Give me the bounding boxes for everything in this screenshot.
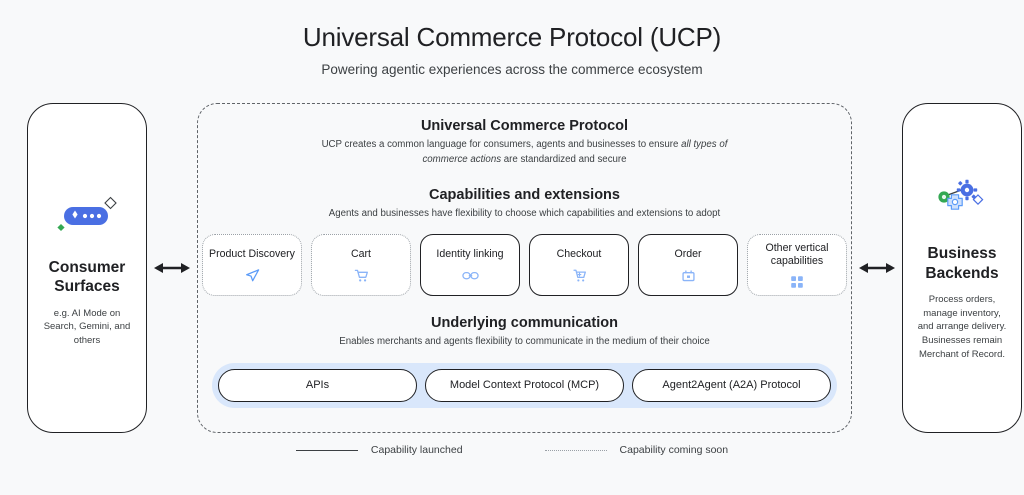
- legend-label: Capability coming soon: [619, 444, 729, 456]
- legend-solid-line-icon: [295, 449, 358, 451]
- consumer-surfaces-title: Consumer Surfaces: [48, 258, 126, 296]
- underlying-subtitle: Enables merchants and agents flexibility…: [339, 336, 710, 348]
- capability-card-label: Cart: [350, 248, 371, 261]
- capability-card-product-discovery[interactable]: Product Discovery: [202, 233, 302, 297]
- ucp-subtitle-post: are standardized and secure: [501, 153, 627, 165]
- underlying-title: Underlying communication: [431, 315, 618, 332]
- protocol-strip: APIs Model Context Protocol (MCP) Agent2…: [212, 362, 837, 408]
- gears-backend-icon: [929, 174, 995, 230]
- protocol-pill-apis[interactable]: APIs: [218, 368, 417, 402]
- diagram-stage: Consumer Surfaces e.g. AI Mode on Search…: [0, 103, 1024, 443]
- legend: Capability launched Capability coming so…: [0, 444, 1024, 456]
- shopping-cart-icon: [354, 268, 369, 282]
- ucp-subtitle-pre: UCP creates a common language for consum…: [321, 139, 682, 150]
- capability-card-label: Product Discovery: [209, 248, 295, 261]
- ucp-subtitle: UCP creates a common language for consum…: [305, 138, 745, 167]
- business-backends-description: Process orders, manage inventory, and ar…: [917, 293, 1007, 361]
- capabilities-subtitle: Agents and businesses have flexibility t…: [328, 208, 721, 220]
- consumer-surfaces-description: e.g. AI Mode on Search, Gemini, and othe…: [43, 307, 131, 347]
- left-connector: [147, 103, 197, 433]
- capability-card-checkout[interactable]: Checkout: [529, 233, 629, 297]
- chain-link-icon: [461, 268, 479, 282]
- capabilities-title: Capabilities and extensions: [429, 187, 620, 204]
- checkout-cart-icon: [572, 268, 587, 282]
- capability-card-other-vertical[interactable]: Other vertical capabilities: [747, 233, 847, 297]
- capability-card-label: Checkout: [556, 248, 602, 261]
- underlying-communication-block: Underlying communication Enables merchan…: [212, 315, 837, 408]
- page-title: Universal Commerce Protocol (UCP): [302, 22, 722, 52]
- consumer-surfaces-panel[interactable]: Consumer Surfaces e.g. AI Mode on Search…: [27, 103, 147, 433]
- ucp-title: Universal Commerce Protocol: [420, 118, 629, 134]
- legend-dotted-line-icon: [544, 449, 607, 451]
- grid-squares-icon: [790, 275, 804, 289]
- legend-item-coming-soon: Capability coming soon: [544, 444, 729, 456]
- protocol-pill-a2a[interactable]: Agent2Agent (A2A) Protocol: [632, 368, 831, 402]
- capability-card-label: Other vertical capabilities: [765, 241, 829, 267]
- business-backends-panel[interactable]: Business Backends Process orders, manage…: [902, 103, 1022, 433]
- ucp-subtitle-emphasis: all types of commerce actions: [422, 139, 728, 165]
- page-header: Universal Commerce Protocol (UCP) Poweri…: [0, 0, 1024, 77]
- business-backends-title: Business Backends: [925, 245, 999, 282]
- order-box-icon: [681, 268, 696, 282]
- legend-label: Capability launched: [370, 444, 463, 456]
- double-arrow-icon: [859, 263, 895, 273]
- capability-card-label: Order: [674, 248, 702, 261]
- page-subtitle: Powering agentic experiences across the …: [321, 62, 703, 78]
- ucp-center-wrap: Universal Commerce Protocol UCP creates …: [197, 103, 852, 433]
- capability-cards: Product Discovery Cart: [202, 233, 847, 297]
- capabilities-block: Capabilities and extensions Agents and b…: [202, 187, 847, 297]
- capability-card-identity-linking[interactable]: Identity linking: [420, 233, 520, 297]
- legend-item-launched: Capability launched: [295, 444, 463, 456]
- ucp-container: Universal Commerce Protocol UCP creates …: [197, 103, 852, 433]
- capability-card-cart[interactable]: Cart: [311, 233, 411, 297]
- right-connector: [852, 103, 902, 433]
- protocol-pill-mcp[interactable]: Model Context Protocol (MCP): [425, 368, 624, 402]
- double-arrow-icon: [154, 263, 190, 273]
- ai-sparkle-pill-icon: [52, 188, 122, 244]
- capability-card-label: Identity linking: [436, 248, 504, 261]
- send-paper-plane-icon: [245, 268, 260, 282]
- capability-card-order[interactable]: Order: [638, 233, 738, 297]
